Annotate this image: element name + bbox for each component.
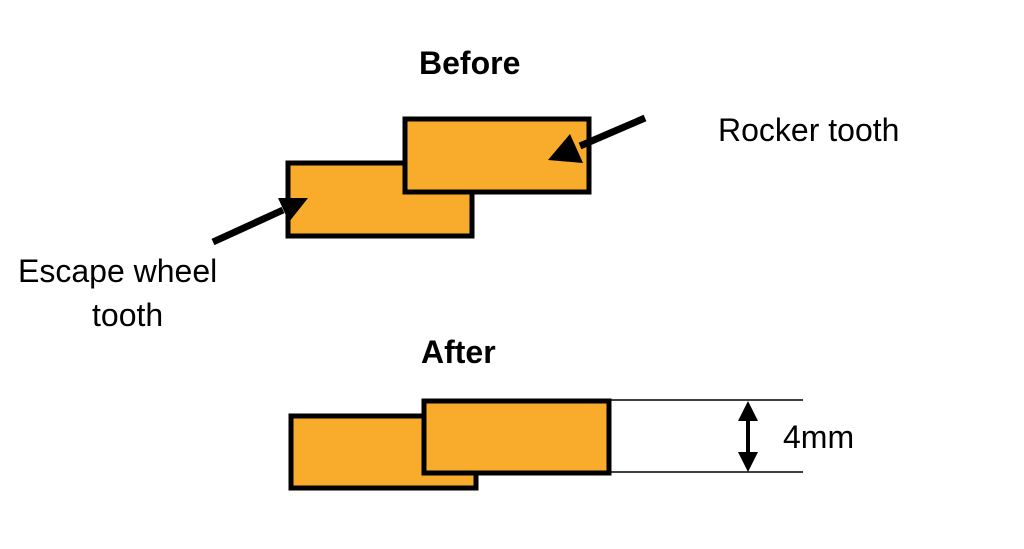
rocker-tooth-after [421, 398, 612, 476]
dimension-label: 4mm [783, 419, 855, 455]
escape-pointer-arrow [211, 198, 308, 246]
escape-wheel-label-line2: tooth [92, 297, 164, 333]
rocker-pointer-arrow [548, 114, 647, 163]
dimension-double-arrow [738, 401, 758, 472]
before-title: Before [419, 45, 521, 81]
after-title: After [421, 334, 496, 370]
rocker-tooth-label: Rocker tooth [718, 112, 900, 148]
escape-wheel-label-line1: Escape wheel [18, 253, 218, 289]
